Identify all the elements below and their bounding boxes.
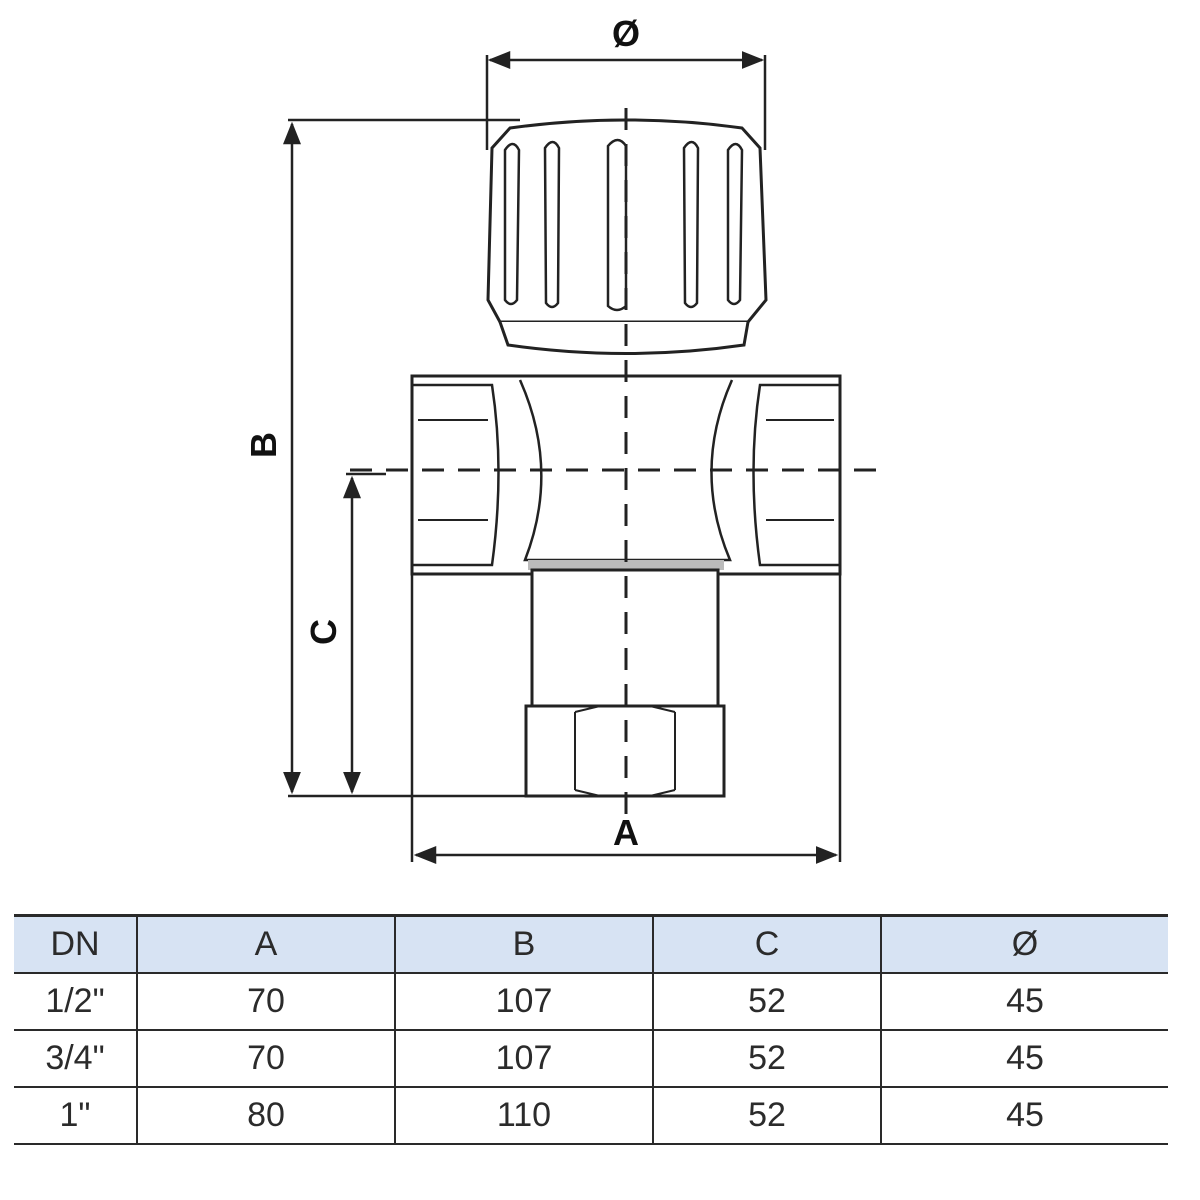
column-header-c: C: [652, 914, 881, 974]
dimension-lines: [283, 51, 842, 864]
cell-a: 70: [136, 1030, 395, 1088]
cell-c: 52: [652, 1030, 881, 1088]
dimension-label-c: C: [303, 619, 344, 645]
table-row: 1/2" 70 107 52 45: [14, 973, 1168, 1031]
cell-dn: 3/4": [14, 1030, 137, 1088]
centerlines: [350, 108, 880, 820]
column-header-b: B: [394, 914, 653, 974]
table-header-row: DN A B C Ø: [14, 914, 1168, 974]
cell-diameter: 45: [880, 1087, 1168, 1145]
table-row: 3/4" 70 107 52 45: [14, 1030, 1168, 1088]
dimension-label-a: A: [613, 812, 639, 853]
dimension-label-b: B: [243, 432, 284, 458]
cell-dn: 1/2": [14, 973, 137, 1031]
dimension-table: DN A B C Ø 1/2" 70 107 52 45 3/4" 70 107…: [14, 914, 1168, 1145]
valve-dimension-drawing: Ø B C A: [243, 13, 880, 864]
cell-b: 110: [394, 1087, 653, 1145]
valve-body: [410, 374, 842, 798]
cell-b: 107: [394, 973, 653, 1031]
cell-diameter: 45: [880, 1030, 1168, 1088]
dimension-label-diameter: Ø: [612, 13, 640, 54]
column-header-dn: DN: [14, 914, 137, 974]
column-header-diameter: Ø: [880, 914, 1168, 974]
cell-b: 107: [394, 1030, 653, 1088]
cell-a: 70: [136, 973, 395, 1031]
cell-dn: 1": [14, 1087, 137, 1145]
cell-c: 52: [652, 1087, 881, 1145]
cell-a: 80: [136, 1087, 395, 1145]
cell-c: 52: [652, 973, 881, 1031]
table-row: 1" 80 110 52 45: [14, 1087, 1168, 1145]
column-header-a: A: [136, 914, 395, 974]
cell-diameter: 45: [880, 973, 1168, 1031]
